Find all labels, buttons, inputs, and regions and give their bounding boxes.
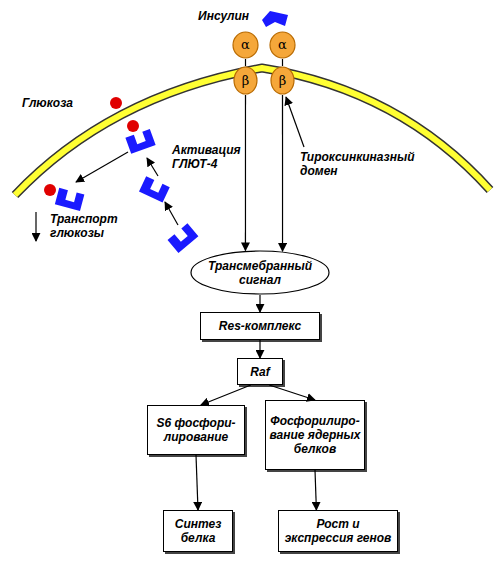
- glucose-dot: [44, 184, 56, 196]
- process-box: Res-комплекс: [200, 312, 320, 340]
- decrease-arrow: [35, 212, 36, 241]
- node-text: α: [278, 38, 287, 52]
- hormone-label: Инсулин: [198, 9, 268, 23]
- connector-line: [282, 59, 283, 66]
- flow-arrow: [269, 385, 315, 400]
- node-text: Синтез белка: [166, 517, 230, 545]
- node-text: α: [241, 38, 250, 52]
- signal-ellipse: Трансмебранный сигнал: [190, 250, 330, 295]
- node-text: β: [242, 74, 250, 88]
- process-box: Raf: [237, 358, 283, 385]
- insulin-molecule: [262, 11, 288, 27]
- glucose-dot: [110, 97, 122, 109]
- node-text: Фосфорилиро- вание ядерных белков: [268, 414, 362, 456]
- glucose-dot: [127, 120, 139, 132]
- node-text: S6 фосфори- лирование: [150, 416, 242, 444]
- flow-arrow: [245, 95, 246, 250]
- process-box: Фосфорилиро- вание ядерных белков: [265, 400, 365, 470]
- flow-arrow: [259, 295, 260, 312]
- flow-arrow: [282, 95, 283, 251]
- activation-arrow: [165, 202, 178, 225]
- alpha-subunit: α: [269, 31, 296, 59]
- transport-arrow: [76, 152, 128, 182]
- glut4-transporter: [139, 176, 170, 202]
- membrane-outline: [15, 68, 490, 195]
- cell-membrane: [15, 68, 490, 195]
- beta-subunit: β: [233, 66, 258, 95]
- node-text: Трансмебранный сигнал: [190, 259, 330, 287]
- alpha-subunit: α: [232, 31, 259, 59]
- flow-arrow: [315, 470, 316, 510]
- domain-label: Тироксинкиназный домен: [300, 150, 425, 178]
- node-text: Рост и экспрессия генов: [281, 517, 395, 545]
- node-text: Raf: [250, 365, 269, 379]
- result-box: Рост и экспрессия генов: [278, 510, 398, 552]
- process-label: Транспорт глюкозы: [50, 212, 128, 240]
- leader-arrow: [286, 97, 304, 147]
- process-label: Активация ГЛЮТ-4: [172, 143, 252, 171]
- process-box: S6 фосфори- лирование: [147, 405, 245, 455]
- node-text: Res-комплекс: [219, 319, 301, 333]
- glut4-transporter: [55, 188, 85, 211]
- node-text: β: [279, 74, 287, 88]
- flow-arrow: [259, 340, 260, 358]
- connector-line: [245, 59, 246, 66]
- glut4-transporter: [125, 129, 155, 154]
- flow-arrow: [201, 385, 251, 405]
- glut4-transporter: [168, 223, 199, 253]
- beta-subunit: β: [270, 66, 295, 95]
- activation-arrow: [147, 158, 158, 176]
- result-box: Синтез белка: [163, 510, 233, 552]
- flow-arrow: [196, 455, 198, 510]
- molecule-label: Глюкоза: [22, 96, 102, 110]
